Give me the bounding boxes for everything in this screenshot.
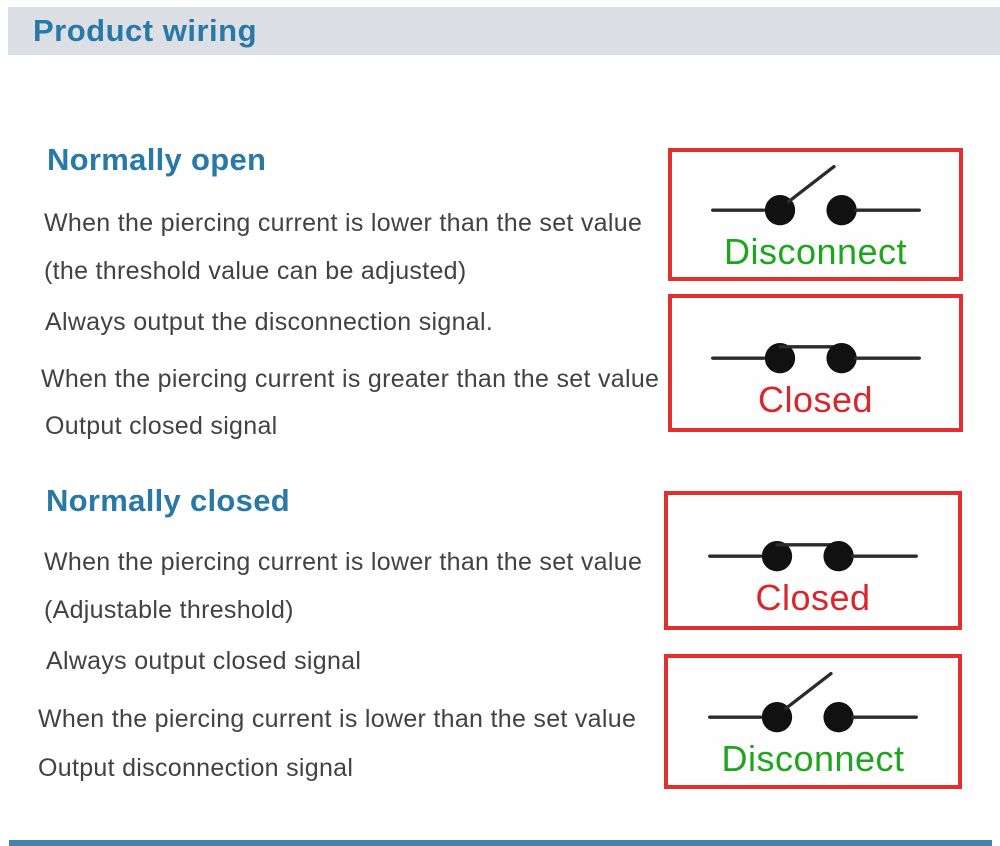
normally-closed-line: Output disconnection signal <box>38 754 354 782</box>
normally-open-line: Output closed signal <box>45 412 278 440</box>
closed-switch-icon <box>708 540 918 571</box>
normally-open-line: Always output the disconnection signal. <box>45 308 494 336</box>
state-label: Closed <box>755 576 871 618</box>
normally-open-line: When the piercing current is lower than … <box>44 209 643 237</box>
diagram-box-closed-2: Closed <box>664 491 962 630</box>
closed-switch-icon <box>710 343 921 374</box>
diagram-box-disconnect-2: Disconnect <box>664 654 962 789</box>
normally-open-heading: Normally open <box>47 142 267 177</box>
state-label: Disconnect <box>721 737 905 779</box>
normally-closed-line: (Adjustable threshold) <box>44 596 294 624</box>
normally-open-line: When the piercing current is greater tha… <box>41 365 660 393</box>
normally-closed-line: When the piercing current is lower than … <box>44 548 643 576</box>
diagram-box-closed-1: Closed <box>668 294 963 432</box>
normally-closed-heading: Normally closed <box>46 483 290 518</box>
normally-open-line: (the threshold value can be adjusted) <box>44 257 467 285</box>
open-switch-icon <box>708 671 918 732</box>
normally-closed-line: Always output closed signal <box>46 647 362 675</box>
open-switch-icon <box>710 164 921 225</box>
bottom-accent-bar <box>9 840 992 846</box>
state-label: Closed <box>757 379 874 421</box>
normally-closed-line: When the piercing current is lower than … <box>38 705 637 733</box>
page-title: Product wiring <box>33 13 257 48</box>
diagram-box-disconnect-1: Disconnect <box>668 148 963 281</box>
section-header-bar: Product wiring <box>8 7 1000 55</box>
state-label: Disconnect <box>723 230 908 272</box>
